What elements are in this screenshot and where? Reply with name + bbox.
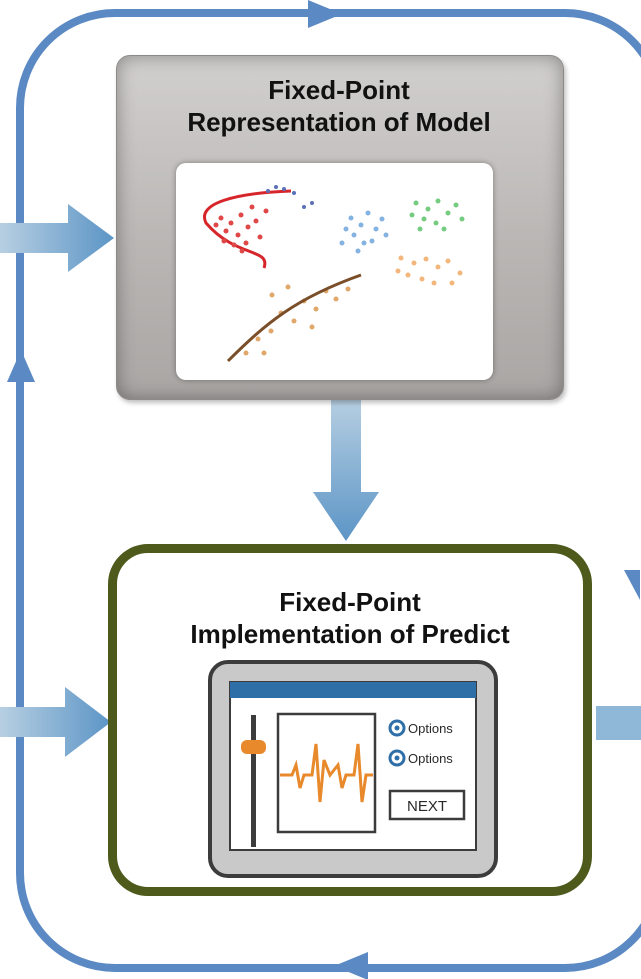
slider-handle (241, 740, 266, 754)
waveform-line (280, 743, 373, 803)
screen-header (230, 682, 476, 698)
model-title-line1: Fixed-Point (268, 75, 410, 105)
next-button-mock (388, 789, 466, 821)
navy-points (266, 185, 314, 209)
input-arrow-model (0, 204, 114, 272)
loop-arrow-left (7, 350, 35, 382)
regression-points (243, 284, 351, 356)
model-title-line2: Representation of Model (187, 107, 491, 137)
loop-arrow-top (308, 0, 342, 28)
orange-cluster (395, 255, 463, 286)
predict-box-title: Fixed-Point Implementation of Predict (108, 586, 592, 650)
model-box-title: Fixed-Point Representation of Model (116, 74, 562, 138)
tablet-mockup: Options Options NEXT (208, 660, 498, 878)
red-cluster (213, 204, 269, 254)
tablet-screen (229, 681, 477, 851)
radio-option-1-icon (388, 719, 406, 737)
loop-arrow-right (624, 570, 640, 600)
blue-cluster (339, 210, 389, 254)
regression-curve (226, 273, 362, 363)
green-cluster (409, 198, 465, 232)
predict-title-line1: Fixed-Point (279, 587, 421, 617)
option-2-label: Options (408, 751, 453, 766)
input-arrow-predict (0, 687, 111, 757)
predict-title-line2: Implementation of Predict (190, 619, 510, 649)
red-boundary-curve (203, 189, 292, 269)
waveform-panel (276, 712, 377, 834)
next-label: NEXT (407, 798, 447, 815)
down-arrow (313, 398, 379, 541)
scatter-graphic (203, 185, 465, 363)
loop-arrow-bottom (334, 952, 368, 979)
scatter-illustration (176, 163, 493, 380)
slider-track (251, 715, 256, 847)
option-1-label: Options (408, 721, 453, 736)
radio-option-2-icon (388, 749, 406, 767)
output-arrow (596, 706, 641, 740)
